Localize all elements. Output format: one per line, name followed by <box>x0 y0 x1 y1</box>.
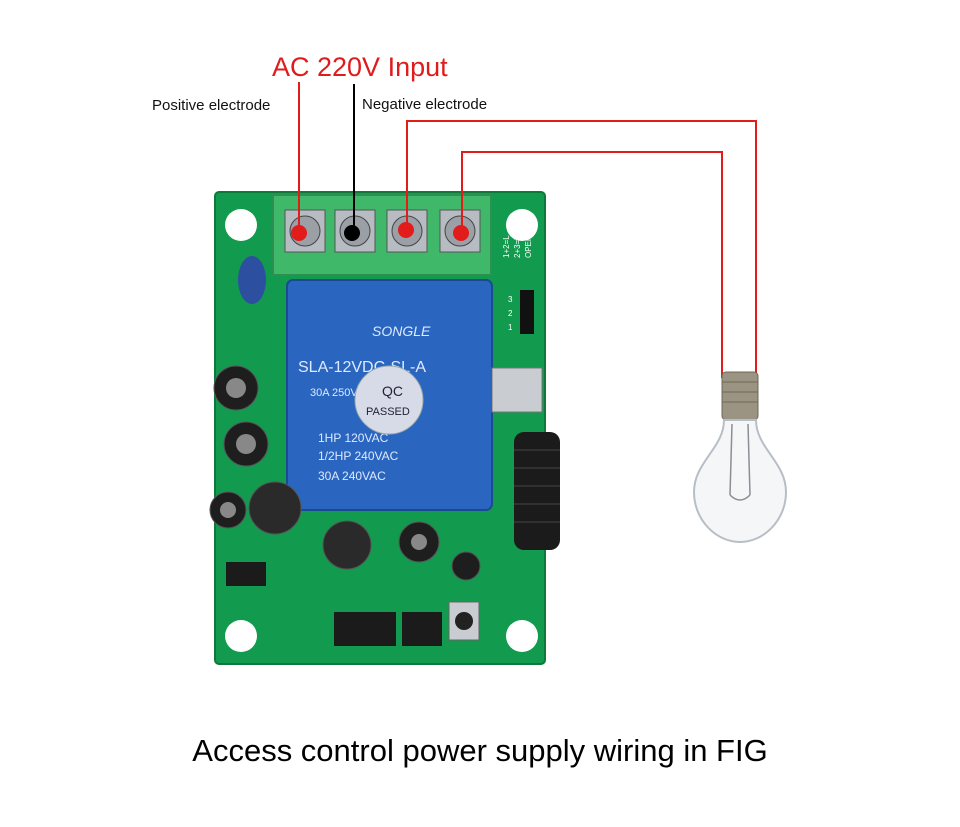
relay-spec: 30A 240VAC <box>318 469 386 483</box>
load-wire <box>461 151 723 378</box>
capacitor <box>213 365 259 411</box>
jumper-label: OPEN=M <box>524 224 533 258</box>
mounting-hole <box>506 209 538 241</box>
jumper-label: 1+2=L <box>502 235 511 258</box>
antenna-coil <box>514 432 560 550</box>
learn-button <box>448 601 480 641</box>
relay-brand: SONGLE <box>372 323 431 339</box>
ic-chip <box>402 612 442 646</box>
qc-passed: PASSED <box>366 406 410 418</box>
varistor <box>238 256 266 304</box>
ic-chip <box>334 612 396 646</box>
caption: Access control power supply wiring in FI… <box>192 733 768 768</box>
capacitor <box>398 521 440 563</box>
load-wire <box>406 120 757 378</box>
capacitor <box>248 481 302 535</box>
mounting-hole <box>506 620 538 652</box>
crystal <box>491 367 543 413</box>
jumper: 1+2=L 2+3=T OPEN=M 3 2 1 <box>502 224 534 334</box>
capacitor <box>223 421 269 467</box>
light-bulb-icon <box>692 371 788 544</box>
jumper-pin-label: 3 <box>508 295 513 304</box>
wire-dot <box>398 222 414 238</box>
positive-electrode-label: Positive electrode <box>152 97 271 114</box>
relay-spec: 1/2HP 240VAC <box>318 449 399 463</box>
ic-chip <box>226 562 266 586</box>
capacitor <box>451 551 481 581</box>
wire-dot <box>453 225 469 241</box>
wire-dot <box>344 225 360 241</box>
wire-dot <box>291 225 307 241</box>
input-title: AC 220V Input <box>272 52 448 82</box>
jumper-pin-label: 2 <box>508 309 513 318</box>
mounting-hole <box>225 209 257 241</box>
capacitor <box>322 520 372 570</box>
relay-spec: 1HP 120VAC <box>318 431 389 445</box>
qc-sticker: QC PASSED <box>354 365 424 435</box>
negative-electrode-label: Negative electrode <box>362 96 488 113</box>
mounting-hole <box>225 620 257 652</box>
wires <box>298 82 757 378</box>
jumper-pin-label: 1 <box>508 323 513 332</box>
qc-label: QC <box>382 383 403 399</box>
jumper-label: 2+3=T <box>513 235 522 258</box>
capacitor <box>209 491 247 529</box>
